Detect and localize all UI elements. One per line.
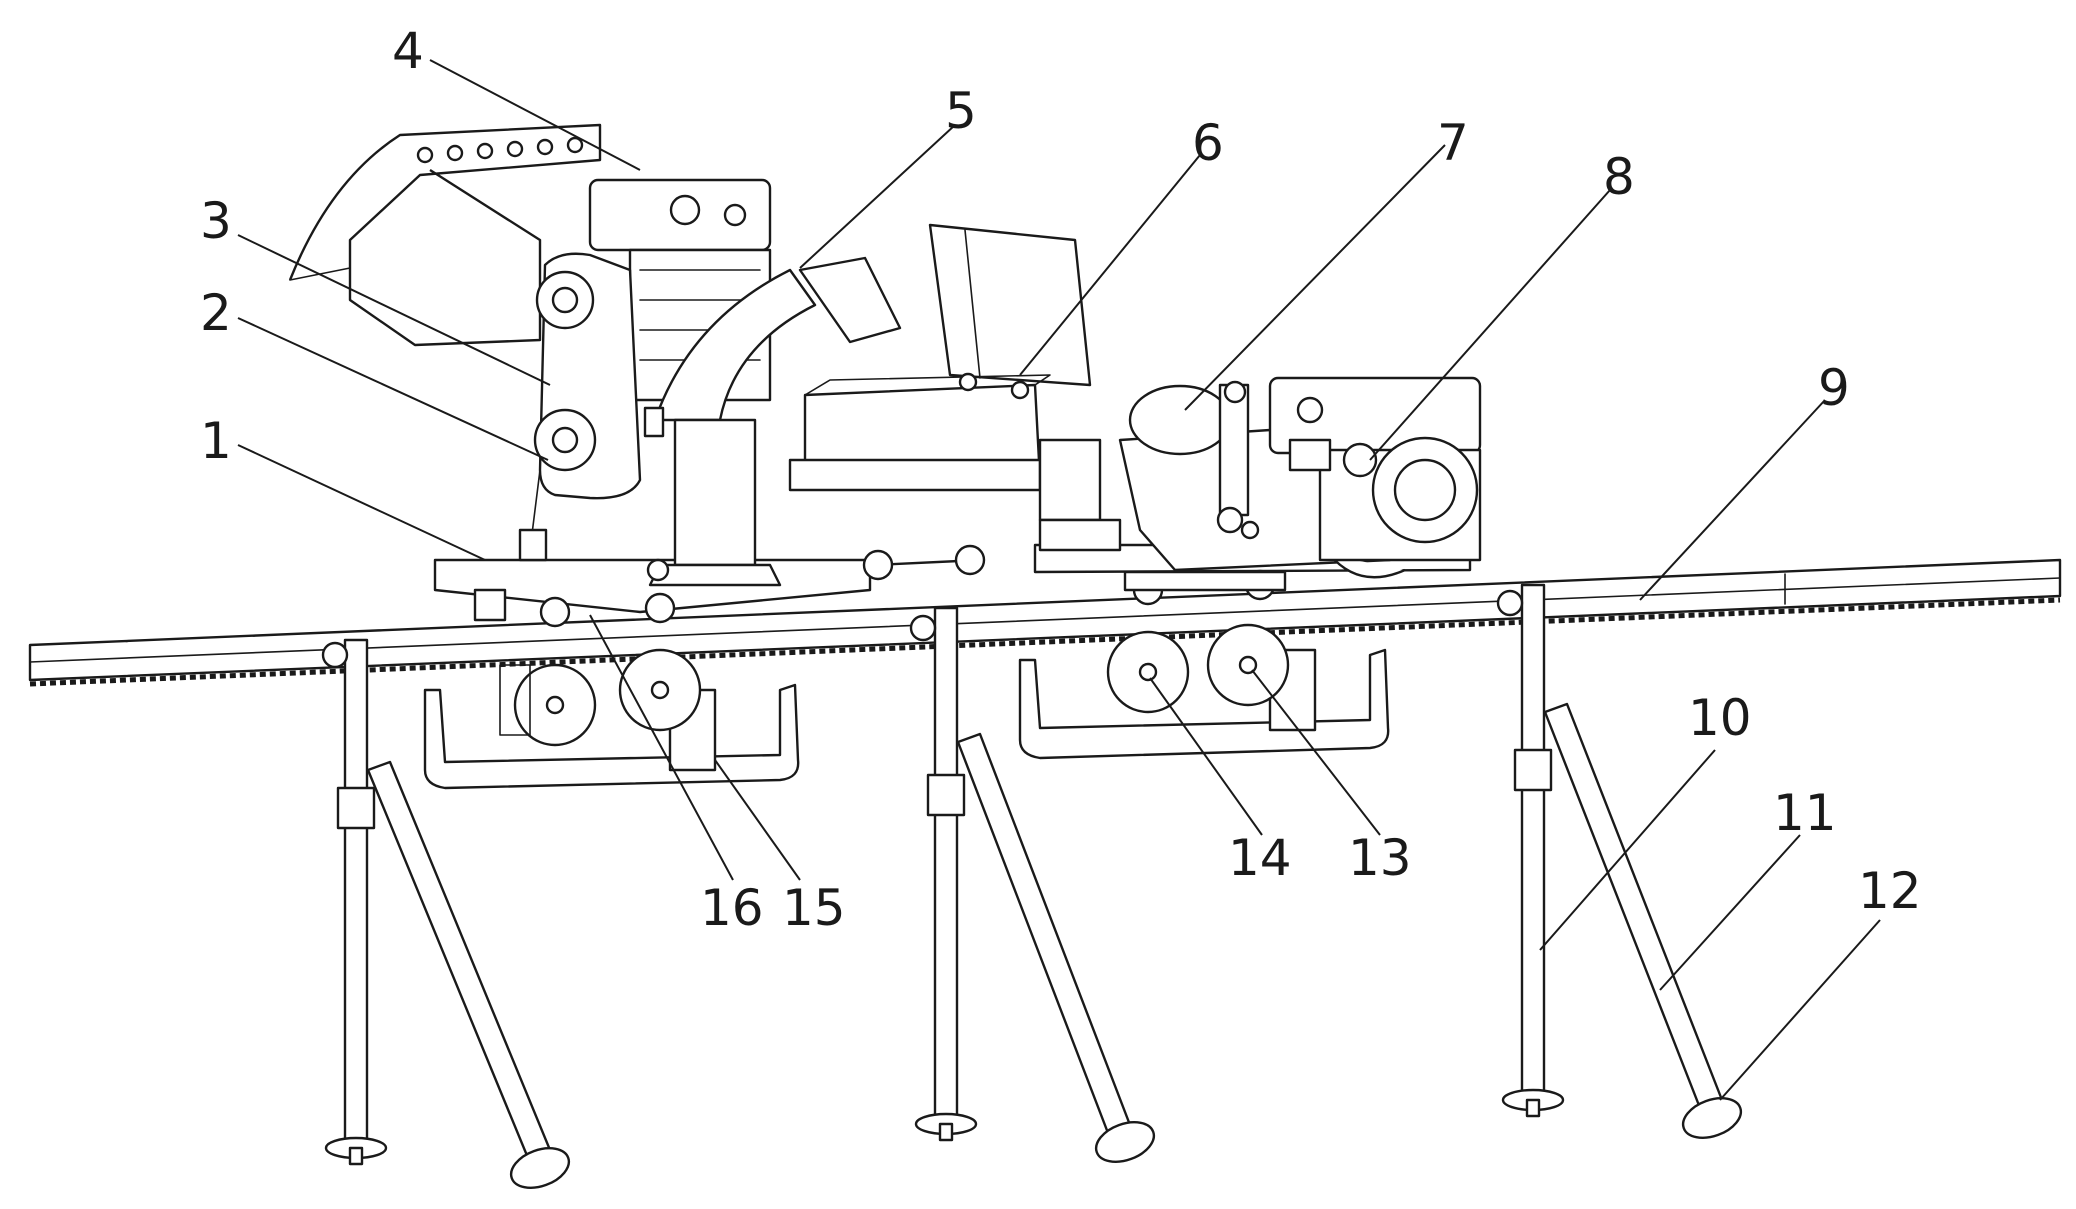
label-12: 12 bbox=[1858, 862, 1922, 920]
label-10: 10 bbox=[1688, 689, 1752, 747]
label-15: 15 bbox=[782, 879, 846, 937]
support-leg-left bbox=[321, 638, 571, 1189]
part-labels: 1 2 3 4 5 6 7 8 9 10 11 12 13 14 15 16 bbox=[200, 22, 1922, 937]
label-16: 16 bbox=[700, 879, 764, 937]
leader-lines bbox=[237, 59, 1881, 1101]
label-5: 5 bbox=[945, 82, 977, 140]
discharge-chute bbox=[643, 256, 902, 587]
support-leg-middle bbox=[909, 606, 1156, 1163]
label-13: 13 bbox=[1348, 829, 1412, 887]
label-11: 11 bbox=[1773, 784, 1837, 842]
support-leg-right bbox=[1496, 583, 1743, 1139]
coupling-rod bbox=[862, 544, 986, 581]
label-6: 6 bbox=[1192, 114, 1224, 172]
label-2: 2 bbox=[200, 284, 232, 342]
lower-tray-left bbox=[423, 648, 800, 790]
lower-tray-right bbox=[1018, 623, 1390, 760]
label-3: 3 bbox=[200, 192, 232, 250]
belt-housing bbox=[518, 252, 642, 562]
label-8: 8 bbox=[1603, 148, 1635, 206]
label-9: 9 bbox=[1818, 359, 1850, 417]
rail-track bbox=[28, 558, 2062, 687]
label-14: 14 bbox=[1228, 829, 1292, 887]
control-box bbox=[788, 223, 1092, 492]
feed-hopper bbox=[288, 123, 602, 347]
label-4: 4 bbox=[392, 22, 424, 80]
label-7: 7 bbox=[1437, 114, 1469, 172]
label-1: 1 bbox=[200, 412, 232, 470]
